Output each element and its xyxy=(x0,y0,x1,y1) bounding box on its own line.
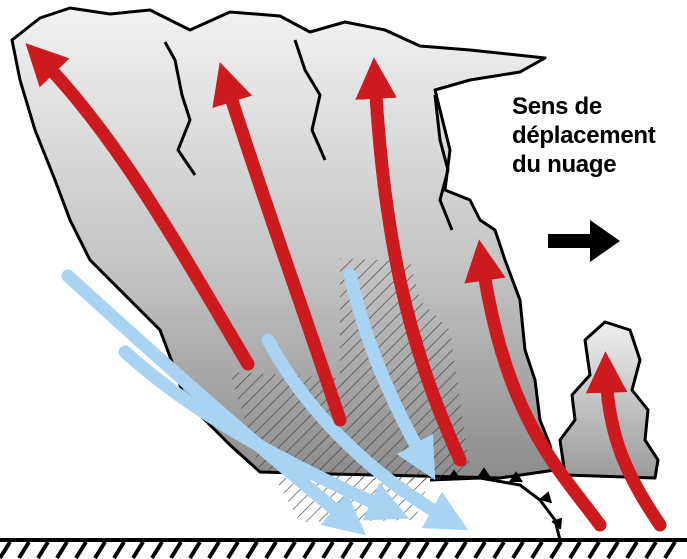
ground-hatch xyxy=(169,540,183,559)
ground-hatch xyxy=(207,540,221,559)
ground-hatch xyxy=(378,540,392,559)
updrafts xyxy=(25,43,667,532)
ground-hatch xyxy=(55,540,69,559)
right-arrow-icon xyxy=(548,220,620,262)
downdraft-arrow-2 xyxy=(118,345,410,521)
ground-hatch xyxy=(416,540,430,559)
ground-hatch xyxy=(359,540,373,559)
ground-hatch xyxy=(625,540,639,559)
hatched-ground-icon xyxy=(0,538,687,559)
ground-hatch xyxy=(435,540,449,559)
ground-hatch xyxy=(131,540,145,559)
cloud-tower-line-2 xyxy=(293,39,327,161)
ground-hatch xyxy=(511,540,525,559)
ground-hatch xyxy=(150,540,164,559)
ground-hatch xyxy=(473,540,487,559)
ground-hatch xyxy=(587,540,601,559)
ground-hatch xyxy=(226,540,240,559)
downdrafts xyxy=(61,268,469,536)
ground-hatch xyxy=(93,540,107,559)
ground-hatch xyxy=(492,540,506,559)
downdraft-arrow-4 xyxy=(343,268,436,481)
cloud-motion-label: Sens de déplacement du nuage xyxy=(512,92,682,179)
ground-hatch xyxy=(606,540,620,559)
downdraft-arrow-1 xyxy=(61,269,367,536)
ground-hatch xyxy=(663,540,677,559)
ground-hatch xyxy=(0,540,12,559)
ground-hatch xyxy=(188,540,202,559)
ground-hatch xyxy=(112,540,126,559)
cloud-tower-line-1 xyxy=(163,41,197,176)
gust-front xyxy=(429,476,562,541)
updraft-arrow-2 xyxy=(212,62,347,427)
motion-label-line1: Sens de xyxy=(512,93,602,120)
updraft-arrow-4 xyxy=(464,239,607,532)
ground-hatch xyxy=(397,540,411,559)
motion-label-line3: du nuage xyxy=(512,151,617,178)
updraft-arrow-3 xyxy=(355,57,467,467)
ground-hatch xyxy=(264,540,278,559)
ground-hatch xyxy=(549,540,563,559)
ground-hatch xyxy=(283,540,297,559)
ground-hatch xyxy=(454,540,468,559)
ground-hatch xyxy=(644,540,658,559)
ground-hatch xyxy=(36,540,50,559)
updraft-arrow-5 xyxy=(585,351,667,532)
ground-hatch xyxy=(245,540,259,559)
ground-hatch xyxy=(568,540,582,559)
ground-hatch xyxy=(340,540,354,559)
ground-hatch xyxy=(530,540,544,559)
ground-hatch xyxy=(74,540,88,559)
motion-label-line2: déplacement xyxy=(512,122,656,149)
gust-front-barbs xyxy=(447,467,563,530)
ground-hatch xyxy=(302,540,316,559)
downdraft-arrow-3 xyxy=(261,333,469,531)
updraft-arrow-1 xyxy=(25,43,255,371)
ground-hatch xyxy=(17,540,31,559)
cloud-tower-line-3 xyxy=(433,94,454,231)
ground-hatch xyxy=(321,540,335,559)
